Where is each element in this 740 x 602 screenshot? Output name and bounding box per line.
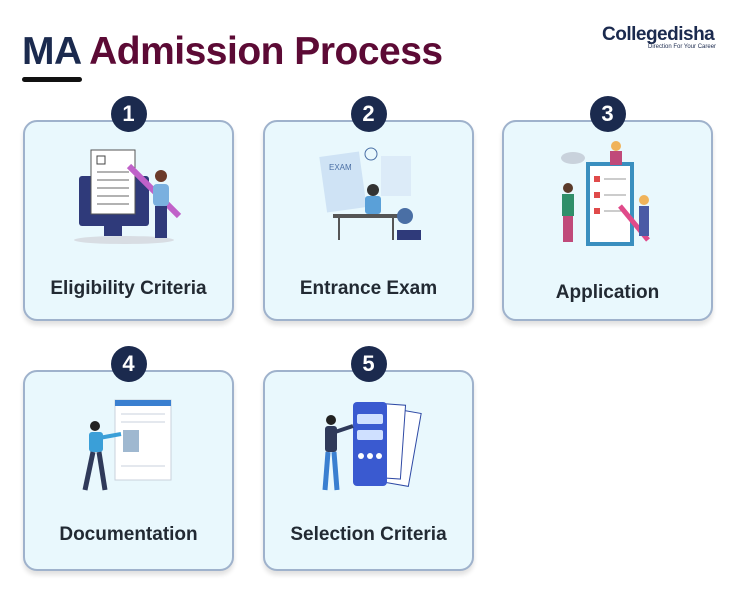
logo-name: Collegedisha — [602, 24, 715, 45]
eligibility-illustration-icon — [73, 149, 181, 244]
step-badge: 2 — [350, 96, 387, 132]
collegedisha-logo: Collegedisha Direction For Your Career — [602, 24, 716, 50]
logo-tagline: Direction For Your Career — [648, 44, 717, 50]
title-ma: MA — [22, 30, 81, 73]
step-label: Documentation — [59, 524, 198, 545]
step-badge: 3 — [589, 96, 626, 132]
step-badge: 1 — [110, 96, 147, 132]
step-label: Entrance Exam — [299, 278, 438, 299]
selection-illustration-icon — [322, 402, 422, 491]
step-badge: 5 — [350, 346, 387, 382]
application-illustration-icon — [560, 141, 650, 246]
documentation-illustration-icon — [82, 399, 171, 491]
step-label: Application — [555, 282, 660, 303]
exam-illustration-icon: EXAM — [318, 147, 421, 240]
step-card-selection-criteria: 5 Selection Criteria — [263, 346, 474, 571]
step-badge: 4 — [110, 346, 147, 382]
step-card-eligibility: 1 Eligibility Criteria — [23, 96, 234, 321]
title-admission-process: Admission Process — [89, 30, 443, 73]
step-label: Eligibility Criteria — [50, 278, 207, 299]
step-label: Selection Criteria — [290, 524, 447, 545]
step-card-documentation: 4 Documentation — [23, 346, 234, 571]
exam-sheet-text: EXAM — [329, 163, 352, 172]
title-underline — [22, 77, 82, 82]
page-title: MA Admission Process — [22, 30, 443, 74]
step-card-application: 3 Application — [502, 96, 713, 321]
step-card-entrance-exam: 2 EXAM Entrance Exam — [263, 96, 474, 321]
